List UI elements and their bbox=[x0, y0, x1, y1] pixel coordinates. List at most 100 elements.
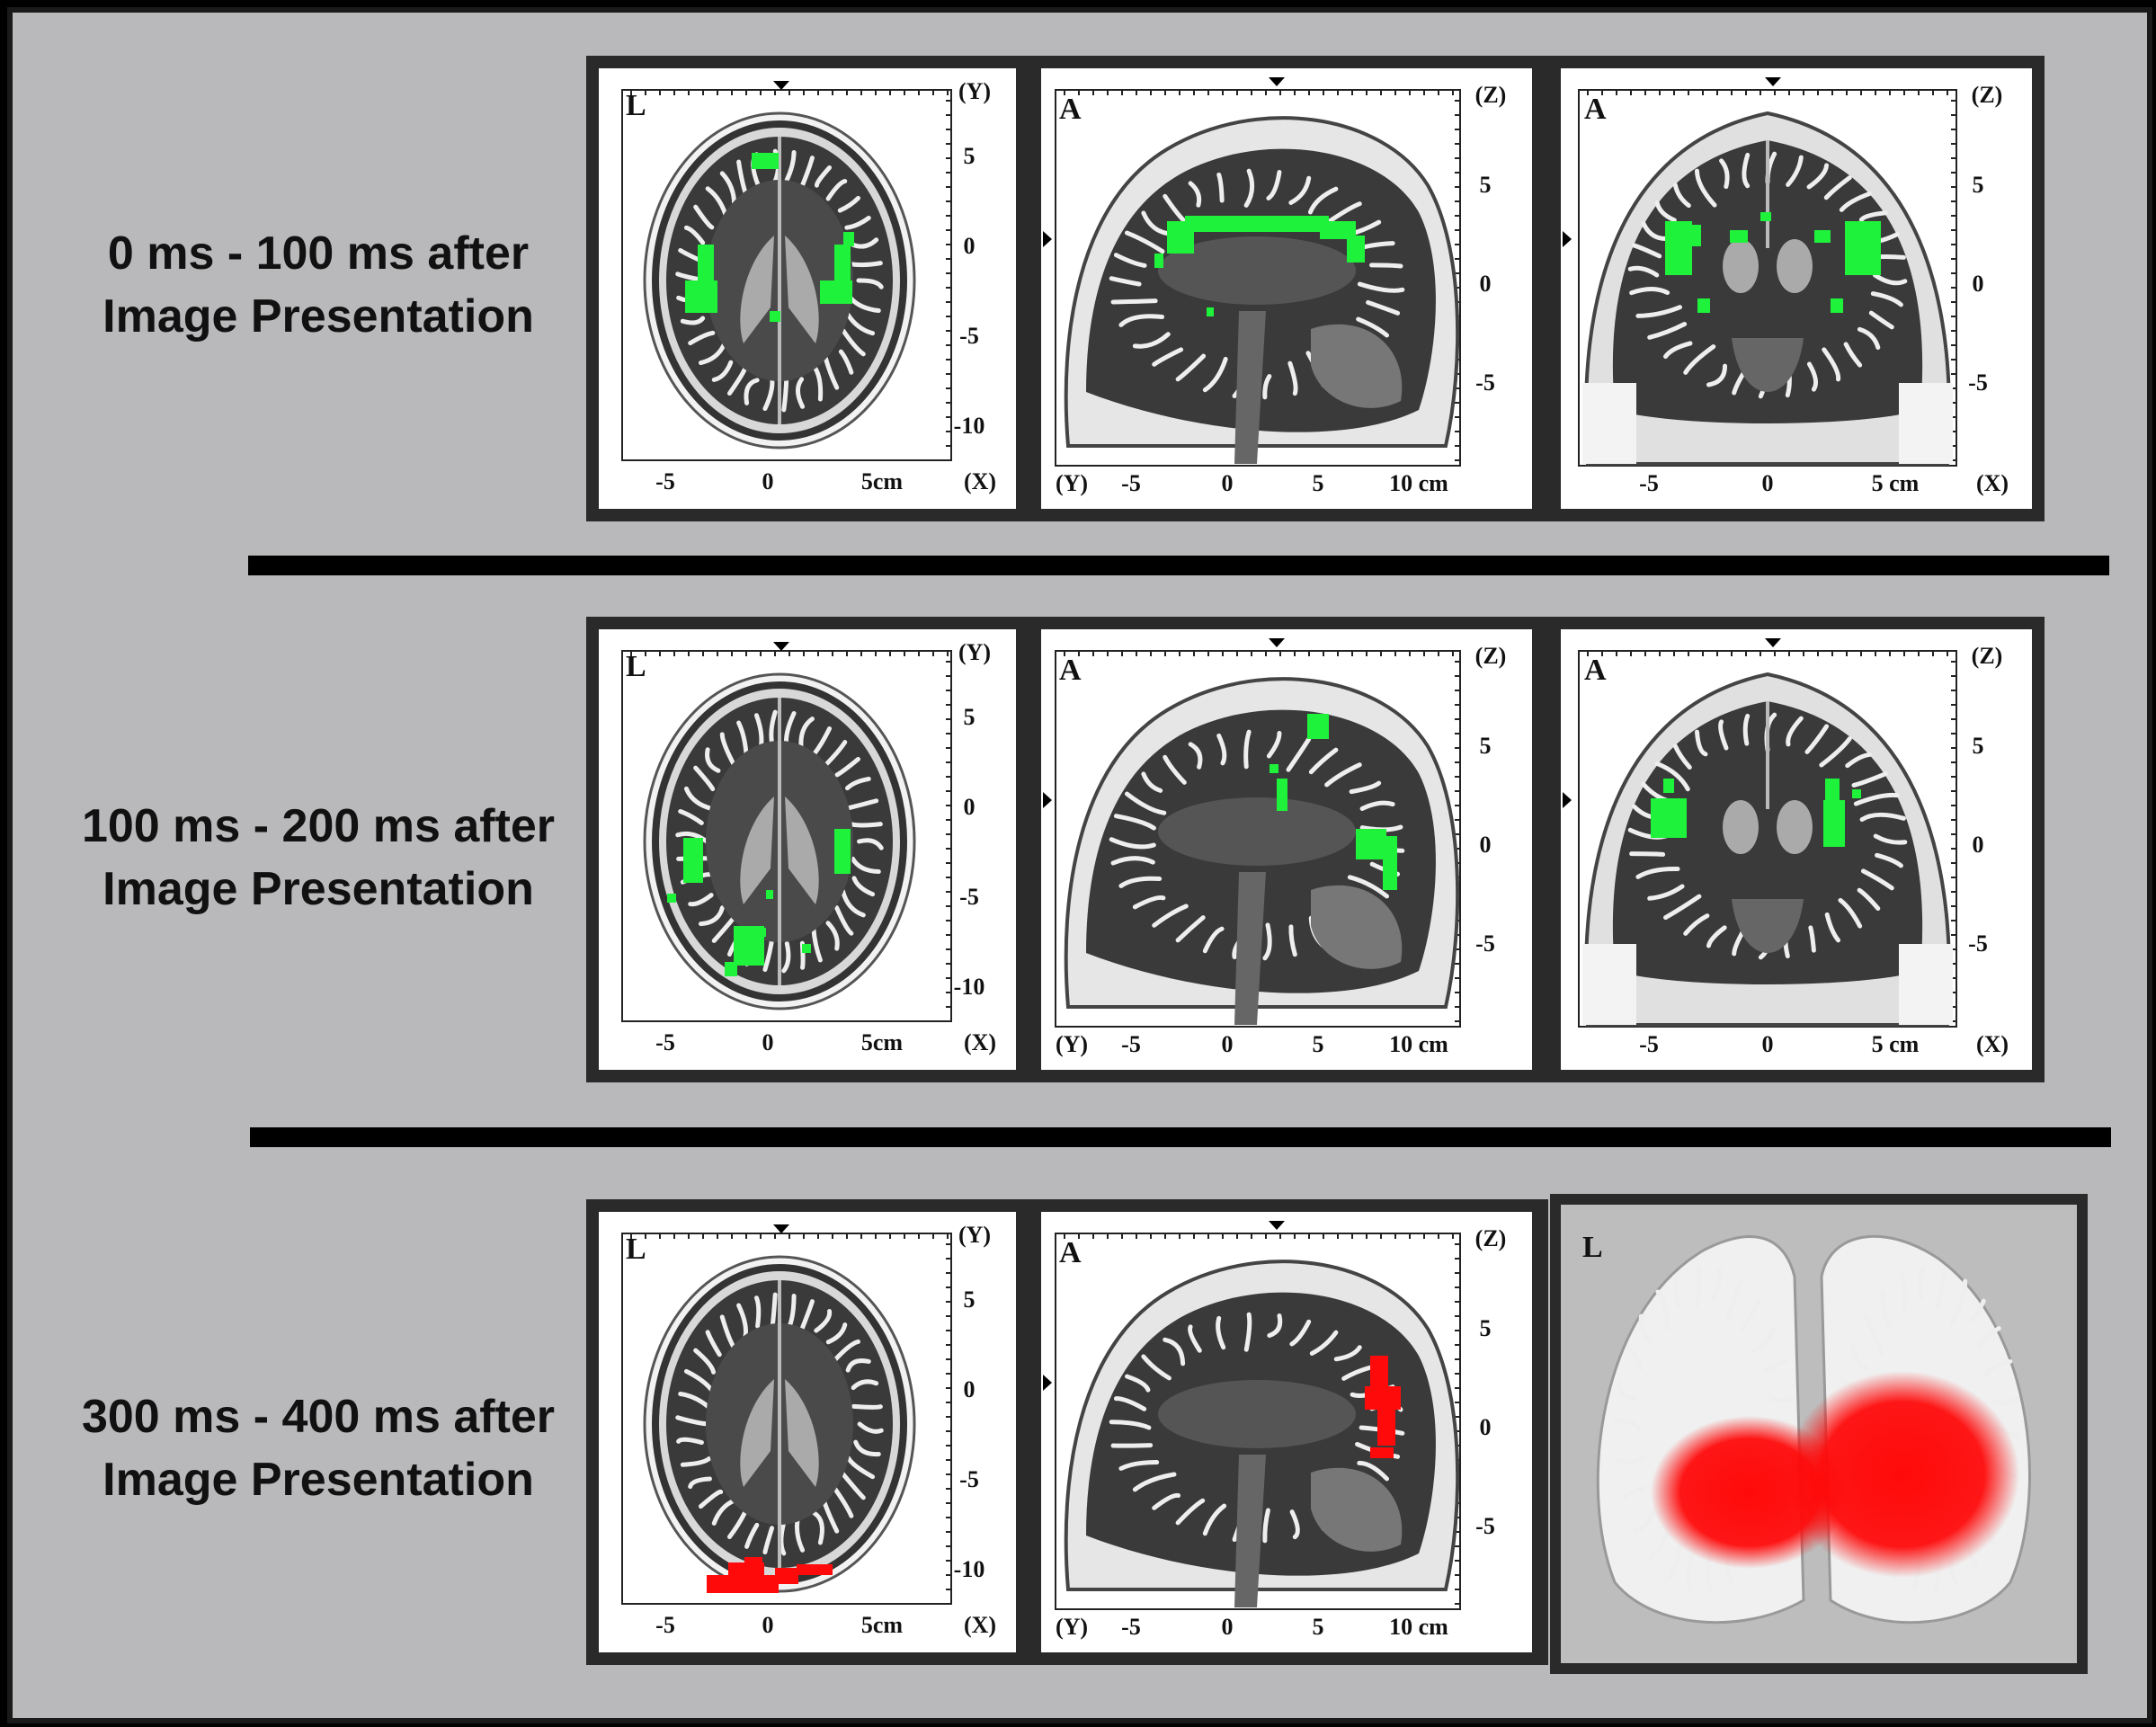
row-1-label-line-1: 0 ms - 100 ms after bbox=[107, 227, 530, 280]
brain-coronal bbox=[1612, 140, 1923, 423]
y-axis-label: (Y) bbox=[1056, 1614, 1088, 1640]
y-tick-label: 0 bbox=[964, 233, 976, 259]
row-1-label: 0 ms - 100 ms after Image Presentation bbox=[31, 222, 606, 348]
z-tick-label: 5 bbox=[1973, 733, 1984, 759]
x-axis-label: (X) bbox=[964, 1029, 996, 1055]
row-3-surface-frame: L bbox=[1550, 1194, 2088, 1674]
row-2-label: 100 ms - 200 ms after Image Presentation bbox=[31, 795, 606, 921]
slice-marker bbox=[1563, 792, 1572, 808]
x-tick-label: 5cm bbox=[861, 1029, 904, 1055]
cerebellum bbox=[1311, 885, 1403, 969]
x-tick-label: -5 bbox=[1639, 1031, 1659, 1057]
activation-voxel bbox=[1831, 298, 1843, 313]
activation-voxel bbox=[1307, 714, 1329, 739]
activation-voxel bbox=[1845, 221, 1881, 275]
z-axis-label: (Z) bbox=[1475, 82, 1507, 108]
right-ventricle bbox=[785, 236, 819, 343]
z-tick-label: -5 bbox=[1475, 369, 1495, 396]
x-tick-label: 5 cm bbox=[1872, 470, 1920, 496]
row-3-label: 300 ms - 400 ms after Image Presentation bbox=[31, 1385, 606, 1511]
activation-voxel bbox=[1651, 798, 1687, 838]
z-axis-label: (Z) bbox=[1475, 643, 1507, 669]
z-tick-label: 0 bbox=[1480, 832, 1492, 858]
y-axis-label: (Y) bbox=[958, 78, 991, 104]
activation-voxel bbox=[843, 232, 854, 246]
z-axis-label: (Z) bbox=[1972, 643, 2003, 669]
activation-voxel bbox=[1277, 779, 1287, 811]
row-3-cortical-surface: L bbox=[1561, 1205, 2077, 1663]
activation-voxel bbox=[757, 928, 766, 937]
brainstem bbox=[1234, 1455, 1266, 1607]
activation bbox=[1665, 212, 1881, 313]
brain-coronal bbox=[1612, 701, 1923, 984]
x-axis-label: (X) bbox=[964, 1612, 996, 1638]
y-tick-label: -5 bbox=[959, 323, 979, 349]
activation-voxel bbox=[775, 1568, 798, 1584]
activation-voxel bbox=[1270, 764, 1278, 773]
activation-voxel bbox=[1383, 836, 1397, 890]
activation bbox=[667, 829, 851, 976]
right-ventricle bbox=[1777, 800, 1813, 854]
row-2-label-line-2: Image Presentation bbox=[102, 863, 534, 915]
left-ventricle bbox=[1723, 239, 1759, 293]
corpus-callosum bbox=[1158, 797, 1356, 866]
activation-voxel bbox=[1185, 216, 1329, 232]
y-axis-label: (Y) bbox=[958, 1222, 991, 1248]
left-ventricle bbox=[740, 1379, 774, 1487]
x-axis-label: (X) bbox=[964, 468, 996, 494]
z-tick-label: -5 bbox=[1968, 930, 1988, 957]
gyri-pattern bbox=[1109, 729, 1405, 961]
x-tick-label: 0 bbox=[1762, 470, 1774, 496]
x-tick-label: -5 bbox=[655, 1612, 675, 1638]
z-axis-label: (Z) bbox=[1475, 1225, 1507, 1251]
activation bbox=[1270, 714, 1397, 890]
brainstem bbox=[1234, 872, 1266, 1025]
activation-voxel bbox=[1814, 230, 1831, 243]
activation-voxel bbox=[770, 311, 780, 322]
activation-voxel bbox=[1760, 212, 1771, 221]
activation-voxel bbox=[1365, 1386, 1401, 1410]
ruler-top bbox=[1064, 651, 1454, 656]
orientation-label: A bbox=[1059, 1236, 1082, 1269]
y-tick-label: 5 bbox=[964, 143, 976, 169]
x-tick-label: 5 bbox=[1313, 1031, 1324, 1057]
x-tick-label: 0 bbox=[1222, 1614, 1234, 1640]
z-tick-label: 0 bbox=[1973, 271, 1984, 297]
x-tick-label: 10 cm bbox=[1389, 470, 1448, 496]
x-tick-label: 10 cm bbox=[1389, 1031, 1448, 1057]
x-axis-label: (X) bbox=[1976, 470, 2009, 496]
y-tick-label: -10 bbox=[954, 413, 985, 439]
z-tick-label: 0 bbox=[1480, 271, 1492, 297]
right-occipital-activation bbox=[1786, 1371, 2019, 1578]
right-ventricle bbox=[785, 797, 819, 904]
ruler-right bbox=[1951, 661, 1956, 1022]
activation-voxel bbox=[1207, 307, 1214, 316]
activation-voxel bbox=[685, 280, 717, 313]
left-ventricle bbox=[740, 797, 774, 904]
activation-voxel bbox=[1852, 789, 1861, 798]
slice-marker bbox=[773, 1224, 789, 1233]
corpus-callosum bbox=[1158, 1380, 1356, 1448]
right-ventricle bbox=[785, 1379, 819, 1487]
brainstem bbox=[1732, 899, 1804, 953]
slice-marker bbox=[773, 642, 789, 651]
left-ventricle bbox=[1723, 800, 1759, 854]
z-tick-label: -5 bbox=[1968, 369, 1988, 396]
x-tick-label: 0 bbox=[762, 1029, 774, 1055]
x-tick-label: -5 bbox=[655, 1029, 675, 1055]
ruler-right bbox=[946, 100, 951, 447]
brainstem bbox=[1234, 311, 1266, 464]
row-3-label-line-1: 300 ms - 400 ms after bbox=[81, 1391, 556, 1443]
left-ear-region bbox=[1582, 944, 1636, 1025]
x-tick-label: 5 bbox=[1313, 1614, 1324, 1640]
z-axis-label: (Z) bbox=[1972, 82, 2003, 108]
ruler-right bbox=[946, 661, 951, 1008]
y-tick-label: -5 bbox=[959, 1466, 979, 1492]
activation-voxel bbox=[1377, 1410, 1395, 1446]
